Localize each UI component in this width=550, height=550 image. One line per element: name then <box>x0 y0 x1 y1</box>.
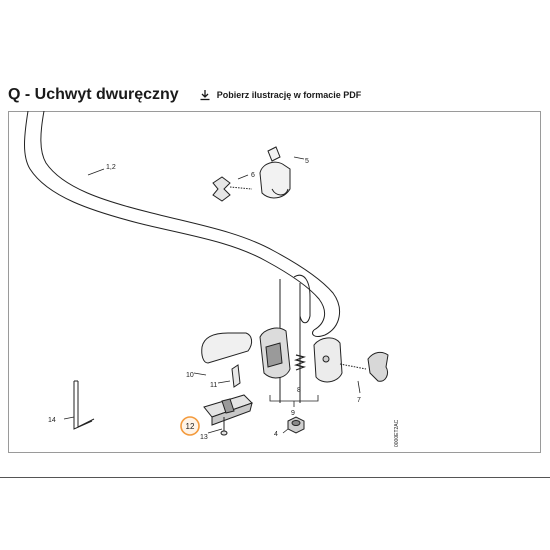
part-label-14: 14 <box>48 417 56 424</box>
download-pdf-label: Pobierz ilustrację w formacie PDF <box>216 90 362 100</box>
part-12-base <box>203 394 253 426</box>
page-header: Q - Uchwyt dwuręczny Pobierz ilustrację … <box>8 84 538 106</box>
part-5-clamp <box>259 146 291 199</box>
part-12-highlight-ring <box>180 416 200 436</box>
part-7-wing-bolt <box>339 351 389 382</box>
left-clamp <box>259 327 291 379</box>
part-4-nut <box>287 416 305 434</box>
part-label-5: 5 <box>305 158 309 165</box>
part-label-12: 12 <box>186 422 195 431</box>
leader-lines <box>63 156 361 434</box>
part-label-9: 9 <box>291 410 295 417</box>
part-14-hex-key <box>73 380 95 430</box>
part-12-highlight[interactable]: 12 <box>180 416 200 436</box>
part-label-11: 11 <box>210 382 217 389</box>
part-label-13: 13 <box>200 434 208 441</box>
part-6-knob <box>212 176 253 202</box>
part-label-7: 7 <box>357 397 361 404</box>
part-label-8: 8 <box>297 387 301 394</box>
page-title: Q - Uchwyt dwuręczny <box>8 86 179 103</box>
diagram-code: 0000ET2AC <box>394 419 400 447</box>
part-8-spring <box>293 354 307 371</box>
part-label-10: 10 <box>186 372 194 379</box>
part-labels: 1,2 5 6 10 11 8 9 7 14 13 4 <box>48 158 361 441</box>
right-clamp <box>313 337 343 383</box>
diagram-frame <box>8 111 541 453</box>
part-label-4: 4 <box>274 431 278 438</box>
part-10-cap <box>201 332 253 364</box>
download-pdf-link[interactable]: Pobierz ilustrację w formacie PDF <box>199 89 362 101</box>
part-11-block <box>231 364 241 388</box>
parts-diagram: 1,2 5 6 10 11 8 9 7 14 13 4 12 0000ET2AC <box>8 111 541 453</box>
bottom-divider <box>0 477 550 478</box>
part-label-6: 6 <box>251 172 255 179</box>
part-13-screw <box>220 417 228 436</box>
handlebar-tube <box>24 111 341 337</box>
download-icon <box>200 90 210 101</box>
part-label-1-2: 1,2 <box>106 164 116 171</box>
